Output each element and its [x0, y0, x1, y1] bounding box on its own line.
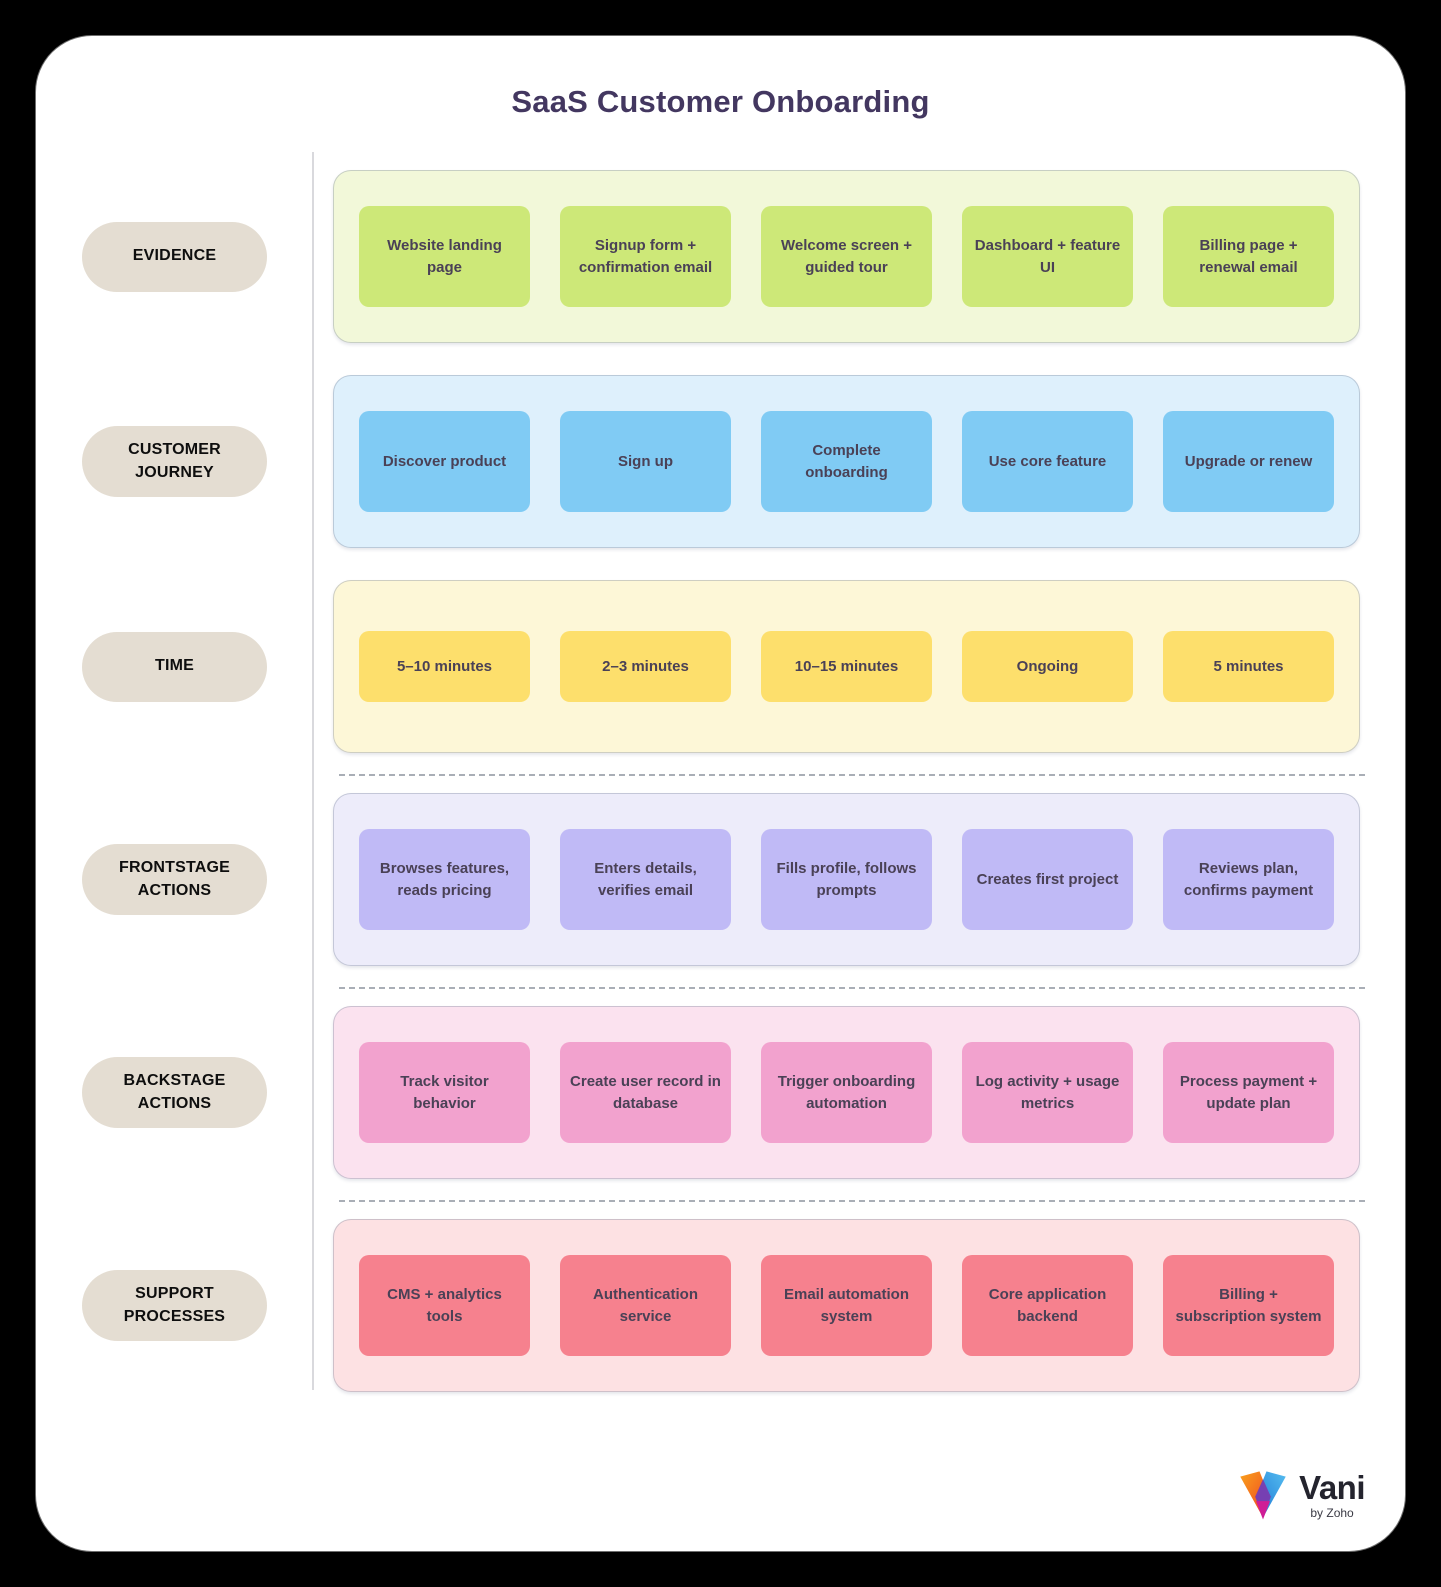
row-pill-time: TIME: [82, 631, 267, 702]
band-label-column: BACKSTAGE ACTIONS: [36, 1057, 313, 1128]
row-panel-customer-journey: Discover product Sign up Complete onboar…: [333, 375, 1360, 548]
vani-logo: Vani by Zoho: [1235, 1465, 1365, 1525]
line-of-interaction-dashed: [339, 774, 1365, 776]
vani-brand-text: Vani: [1299, 1468, 1365, 1506]
band-customer-journey: CUSTOMER JOURNEY Discover product Sign u…: [36, 375, 1405, 548]
blueprint-card: Email automation system: [761, 1255, 932, 1356]
blueprint-card: Use core feature: [962, 411, 1133, 512]
band-evidence: EVIDENCE Website landing page Signup for…: [36, 170, 1405, 343]
blueprint-card: Enters details, verifies email: [560, 829, 731, 930]
line-of-internal-interaction-dashed: [339, 1200, 1365, 1202]
blueprint-card: Process payment + update plan: [1163, 1042, 1334, 1143]
row-pill-customer-journey: CUSTOMER JOURNEY: [82, 426, 267, 497]
band-support-processes: SUPPORT PROCESSES CMS + analytics tools …: [36, 1219, 1405, 1392]
blueprint-card: Core application backend: [962, 1255, 1133, 1356]
blueprint-card: Welcome screen + guided tour: [761, 206, 932, 307]
row-pill-backstage-actions: BACKSTAGE ACTIONS: [82, 1057, 267, 1128]
blueprint-card: Creates first project: [962, 829, 1133, 930]
blueprint-card: Dashboard + feature UI: [962, 206, 1133, 307]
blueprint-card: Ongoing: [962, 631, 1133, 702]
blueprint-card: Reviews plan, confirms payment: [1163, 829, 1334, 930]
vani-byline-text: by Zoho: [1310, 1505, 1354, 1520]
blueprint-card: CMS + analytics tools: [359, 1255, 530, 1356]
blueprint-card: Create user record in database: [560, 1042, 731, 1143]
band-label-column: FRONTSTAGE ACTIONS: [36, 844, 313, 915]
vani-logo-icon: [1240, 1471, 1286, 1520]
band-frontstage-actions: FRONTSTAGE ACTIONS Browses features, rea…: [36, 793, 1405, 966]
row-pill-evidence: EVIDENCE: [82, 221, 267, 292]
band-label-column: EVIDENCE: [36, 221, 313, 292]
blueprint-card: Log activity + usage metrics: [962, 1042, 1133, 1143]
blueprint-card: Discover product: [359, 411, 530, 512]
blueprint-card: Website landing page: [359, 206, 530, 307]
blueprint-card: Signup form + confirmation email: [560, 206, 731, 307]
band-time: TIME 5–10 minutes 2–3 minutes 10–15 minu…: [36, 580, 1405, 753]
band-label-column: TIME: [36, 631, 313, 702]
page-title: SaaS Customer Onboarding: [511, 84, 930, 119]
row-panel-backstage-actions: Track visitor behavior Create user recor…: [333, 1006, 1360, 1179]
blueprint-card: 5–10 minutes: [359, 631, 530, 702]
row-panel-evidence: Website landing page Signup form + confi…: [333, 170, 1360, 343]
blueprint-card: 2–3 minutes: [560, 631, 731, 702]
band-backstage-actions: BACKSTAGE ACTIONS Track visitor behavior…: [36, 1006, 1405, 1179]
band-label-column: CUSTOMER JOURNEY: [36, 426, 313, 497]
blueprint-card: Upgrade or renew: [1163, 411, 1334, 512]
blueprint-card: Track visitor behavior: [359, 1042, 530, 1143]
blueprint-card: Trigger onboarding automation: [761, 1042, 932, 1143]
blueprint-card: Authentication service: [560, 1255, 731, 1356]
row-panel-frontstage-actions: Browses features, reads pricing Enters d…: [333, 793, 1360, 966]
blueprint-card: Complete onboarding: [761, 411, 932, 512]
vani-logo-text: Vani by Zoho: [1299, 1471, 1365, 1520]
service-blueprint: EVIDENCE Website landing page Signup for…: [36, 152, 1405, 1392]
blueprint-card: Browses features, reads pricing: [359, 829, 530, 930]
blueprint-card: Billing + subscription system: [1163, 1255, 1334, 1356]
line-of-visibility-dashed: [339, 987, 1365, 989]
row-pill-frontstage-actions: FRONTSTAGE ACTIONS: [82, 844, 267, 915]
blueprint-card: 5 minutes: [1163, 631, 1334, 702]
blueprint-card: Fills profile, follows prompts: [761, 829, 932, 930]
row-panel-time: 5–10 minutes 2–3 minutes 10–15 minutes O…: [333, 580, 1360, 753]
band-label-column: SUPPORT PROCESSES: [36, 1270, 313, 1341]
row-panel-support-processes: CMS + analytics tools Authentication ser…: [333, 1219, 1360, 1392]
blueprint-card: 10–15 minutes: [761, 631, 932, 702]
blueprint-card: Sign up: [560, 411, 731, 512]
blueprint-canvas: SaaS Customer Onboarding EVIDENCE Websit…: [36, 36, 1405, 1551]
row-pill-support-processes: SUPPORT PROCESSES: [82, 1270, 267, 1341]
blueprint-card: Billing page + renewal email: [1163, 206, 1334, 307]
